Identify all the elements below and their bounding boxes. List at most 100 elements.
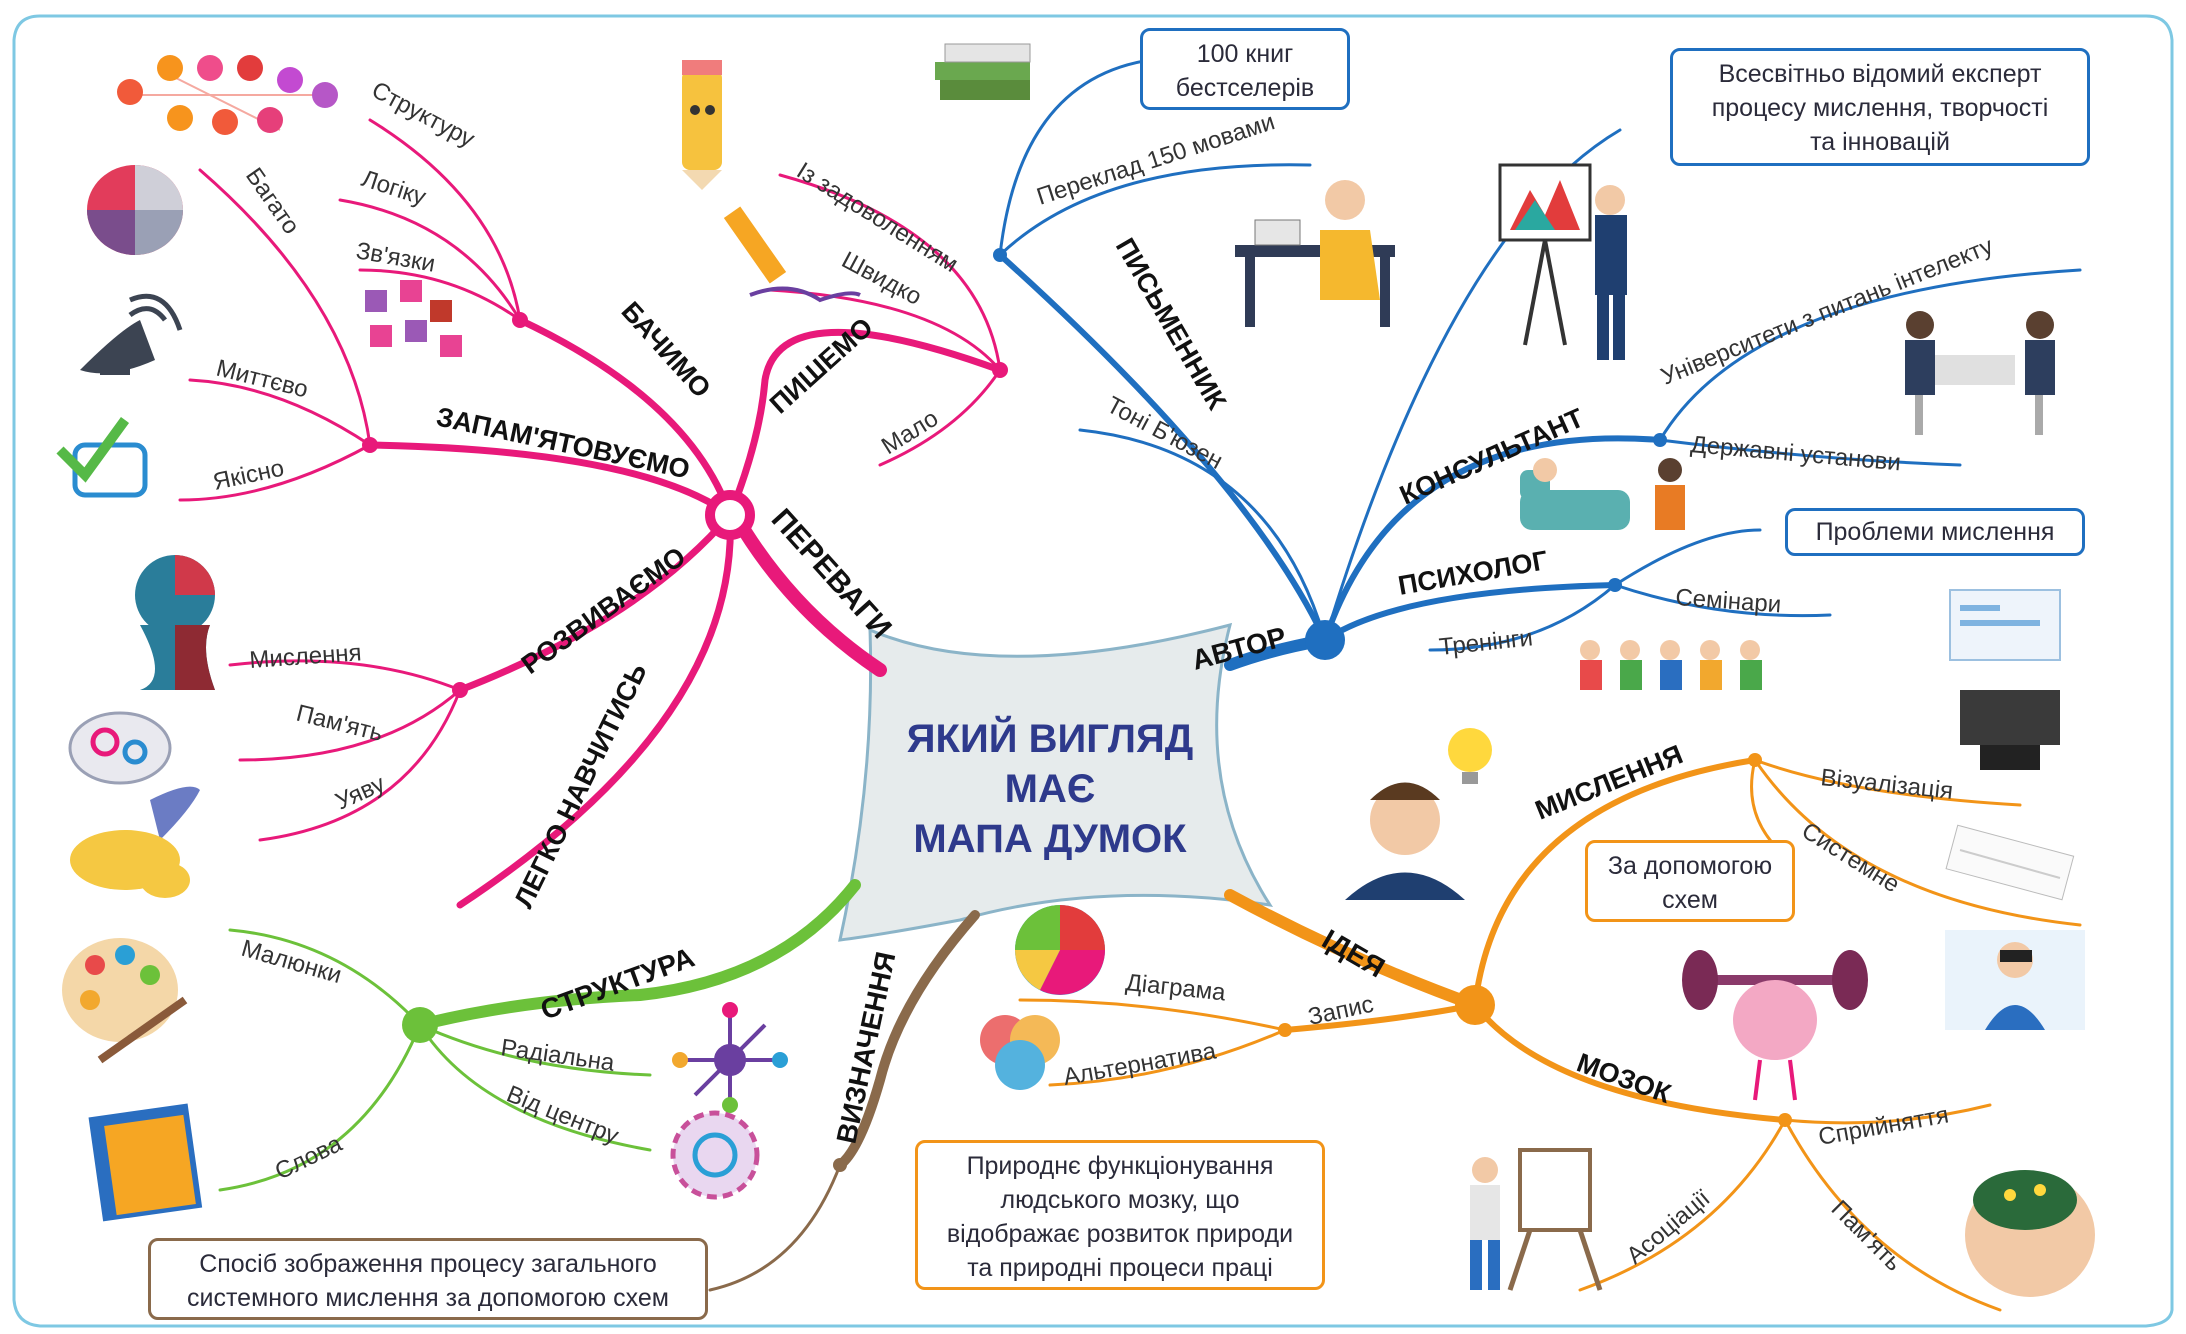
central-title-line2: МАЄ (1005, 767, 1096, 811)
callout-100-books: 100 книг бестселерів (1140, 28, 1350, 110)
connector-line (1783, 1103, 1992, 1125)
rocket-icon (70, 786, 200, 898)
callout-text: Спосіб зображення процесу загального сис… (187, 1250, 669, 1312)
connector-line (1658, 268, 2082, 442)
callout-expert: Всесвітньо відомий експерт процесу мисле… (1670, 48, 2090, 166)
connector-line (418, 1023, 652, 1152)
label-pysmennyk: ПИСЬМЕННИК (1110, 233, 1232, 415)
connector-line (516, 316, 734, 519)
item-pamiat: Пам'ять (294, 700, 386, 748)
brain-gears-icon (68, 711, 172, 785)
connector-line (1428, 583, 1617, 652)
connector-line (198, 168, 372, 447)
connector-line (1472, 1002, 1788, 1123)
therapy-icon (1520, 458, 1685, 530)
callout-text: Проблеми мислення (1815, 518, 2055, 546)
item-shvydko: Швидко (837, 246, 926, 310)
label-struktura: СТРУКТУРА (536, 941, 698, 1025)
connector-line (1753, 758, 2082, 927)
orange-nodes (1278, 753, 1792, 1127)
connector-line (1322, 582, 1618, 643)
node-psykholoh (1608, 578, 1622, 592)
connector-line (338, 198, 522, 322)
connector-line (728, 508, 887, 677)
connector-line (188, 378, 372, 447)
central-title-line3: МАПА ДУМОК (913, 817, 1187, 861)
connector-line (366, 441, 734, 519)
node-struktura (402, 1007, 438, 1043)
callout-text: 100 книг бестселерів (1175, 40, 1315, 102)
meeting-icon (1905, 311, 2055, 435)
brain-dumbbell-icon (1682, 950, 1868, 1101)
branch-ideia (1018, 757, 2082, 1312)
item-derzhavni: Державні установи (1689, 431, 1901, 476)
pencil-icon (723, 206, 861, 303)
connector-line (228, 659, 462, 692)
satellite-dish-icon (80, 293, 183, 375)
item-pereklad: Переклад 150 мовами (1034, 108, 1279, 210)
frame-border (12, 14, 2174, 1328)
connector-line (997, 252, 1328, 643)
connector-line (878, 368, 1002, 467)
label-ideia: ІДЕЯ (1317, 923, 1390, 983)
label-zapamiatovuiemo: ЗАПАМ'ЯТОВУЄМО (434, 402, 693, 485)
branch-vyznachennia (708, 910, 980, 1292)
node-rozvyvaiemo (452, 682, 468, 698)
item-systemne: Системне (1797, 817, 1905, 898)
label-mozok: МОЗОК (1573, 1047, 1675, 1109)
item-lohiku: Логіку (358, 165, 429, 211)
gear-flower-icon (670, 1110, 760, 1200)
item-iakisno: Якісно (211, 455, 287, 496)
connector-line (228, 928, 422, 1027)
pie-chart-3d-icon (87, 165, 183, 255)
item-diahrama: Діаграма (1124, 969, 1227, 1006)
puzzle-links-icon (365, 280, 462, 357)
node-bachymo (512, 312, 528, 328)
head-profile-icon (135, 555, 215, 690)
branch-perevagy (178, 118, 1004, 909)
checkmark-chat-icon (56, 417, 148, 498)
connector-line (998, 58, 1152, 257)
node-zapys (1278, 1023, 1292, 1037)
node-perevagy (705, 490, 755, 540)
item-myttievo: Миттєво (214, 355, 311, 404)
connector-line (1613, 583, 1832, 618)
connector-line (1658, 438, 1962, 467)
node-vyznachennia (833, 1158, 847, 1172)
callout-text: Всесвітньо відомий експерт процесу мисле… (1711, 60, 2049, 156)
connector-line (258, 688, 462, 842)
connector-line (1322, 435, 1663, 643)
connector-line (456, 511, 734, 909)
connector-line (998, 163, 1312, 257)
venn-circles-icon (980, 1015, 1060, 1090)
connector-line (414, 879, 861, 1031)
presenter-icon (1498, 163, 1627, 360)
connector-line (1783, 1118, 2002, 1312)
connector-line (418, 1023, 652, 1077)
item-strukturu: Структуру (367, 76, 479, 153)
callout-text: Природнє функціонування людського мозку,… (946, 1152, 1294, 1282)
branch-avtor (997, 58, 2082, 671)
item-asotsiatsii: Асоціації (1622, 1185, 1716, 1270)
vr-user-icon (1945, 930, 2085, 1030)
item-alternatyva: Альтернатива (1061, 1037, 1218, 1091)
connector-line (456, 511, 734, 694)
connector-line (1048, 1028, 1287, 1087)
connector-line (1078, 428, 1327, 642)
item-slova: Слова (271, 1130, 347, 1186)
item-seminary: Семінари (1675, 584, 1783, 618)
branch-struktura (218, 879, 861, 1192)
notebook-icon (88, 1103, 203, 1222)
connector-line (238, 688, 462, 762)
palette-icon (62, 938, 188, 1064)
book-stack-icon (935, 43, 1031, 100)
node-ideia (1455, 985, 1495, 1025)
label-pyshemo: ПИШЕМО (764, 312, 879, 420)
pink-nodes (362, 312, 1008, 698)
item-bahato: Багато (240, 163, 305, 239)
connector-line (726, 328, 1004, 519)
connector-line (778, 173, 1002, 372)
callout-sposib: Спосіб зображення процесу загального сис… (148, 1238, 708, 1320)
connector-line (1224, 889, 1481, 1011)
